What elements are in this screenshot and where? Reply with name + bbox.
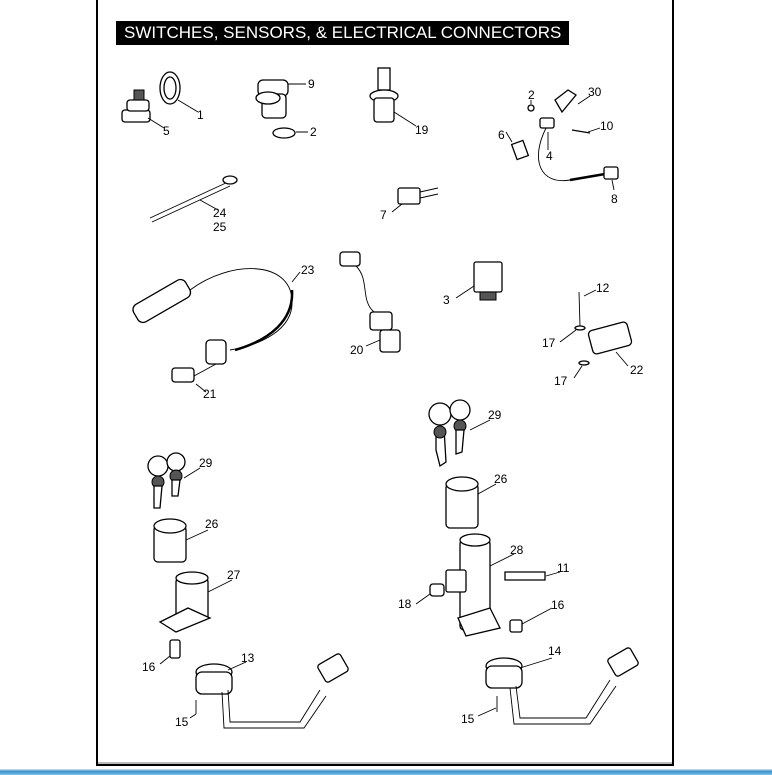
callout-29b: 29 (199, 456, 213, 470)
part-cam-position-sensor (255, 79, 308, 139)
part-speed-sensor-assembly (505, 89, 619, 191)
callout-17: 17 (542, 336, 556, 350)
callout-27: 27 (227, 568, 241, 582)
callout-29: 29 (488, 408, 502, 422)
callout-7: 7 (380, 208, 387, 222)
part-oxygen-sensor (339, 251, 401, 353)
callout-17b: 17 (554, 374, 568, 388)
callout-16b: 16 (142, 660, 156, 674)
callout-10: 10 (600, 119, 614, 133)
callout-3: 3 (443, 293, 450, 307)
callout-14: 14 (548, 644, 562, 658)
callout-15b: 15 (461, 712, 475, 726)
callout-13: 13 (241, 651, 255, 665)
callout-23: 23 (301, 263, 315, 277)
callout-12: 12 (596, 281, 610, 295)
callout-30: 30 (588, 85, 602, 99)
callout-18: 18 (398, 597, 412, 611)
callout-15: 15 (175, 715, 189, 729)
part-relay (455, 261, 503, 301)
window-bottom-bar (0, 769, 772, 775)
callout-16: 16 (551, 598, 565, 612)
part-ignition-switch-right (415, 533, 561, 637)
callout-22: 22 (630, 363, 644, 377)
part-keys-left (147, 452, 201, 509)
diagram-title: SWITCHES, SENSORS, & ELECTRICAL CONNECTO… (116, 21, 570, 45)
part-cable-tie (149, 175, 238, 223)
callout-26b: 26 (494, 472, 508, 486)
callout-28: 28 (510, 543, 524, 557)
callout-9: 9 (308, 77, 315, 91)
callout-20: 20 (350, 343, 364, 357)
part-switch-harness-left (189, 653, 349, 729)
part-oil-pressure-switch (121, 71, 199, 129)
callout-21: 21 (203, 387, 217, 401)
part-fuse (391, 187, 439, 213)
part-keys-right (428, 399, 491, 468)
callout-25: 25 (213, 220, 227, 234)
callout-26: 26 (205, 517, 219, 531)
callout-8: 8 (611, 192, 618, 206)
callout-19: 19 (415, 123, 429, 137)
part-connector-22 (559, 289, 633, 379)
part-screw-16-left (159, 639, 181, 665)
callout-2: 2 (310, 125, 317, 139)
part-temperature-sensor-harness (132, 268, 301, 393)
part-switch-harness-right (477, 647, 639, 725)
callout-6: 6 (498, 128, 505, 142)
diagram-frame (96, 0, 674, 766)
callout-2b: 2 (528, 88, 535, 102)
callout-1: 1 (197, 108, 204, 122)
part-lock-cylinder-right (445, 476, 497, 529)
callout-24: 24 (213, 206, 227, 220)
callout-11: 11 (557, 561, 570, 575)
part-lock-cylinder-left (153, 518, 209, 563)
callout-5: 5 (163, 124, 170, 138)
callout-4: 4 (546, 149, 553, 163)
part-ignition-switch-left (158, 571, 233, 633)
part-sensor-19 (369, 67, 417, 127)
